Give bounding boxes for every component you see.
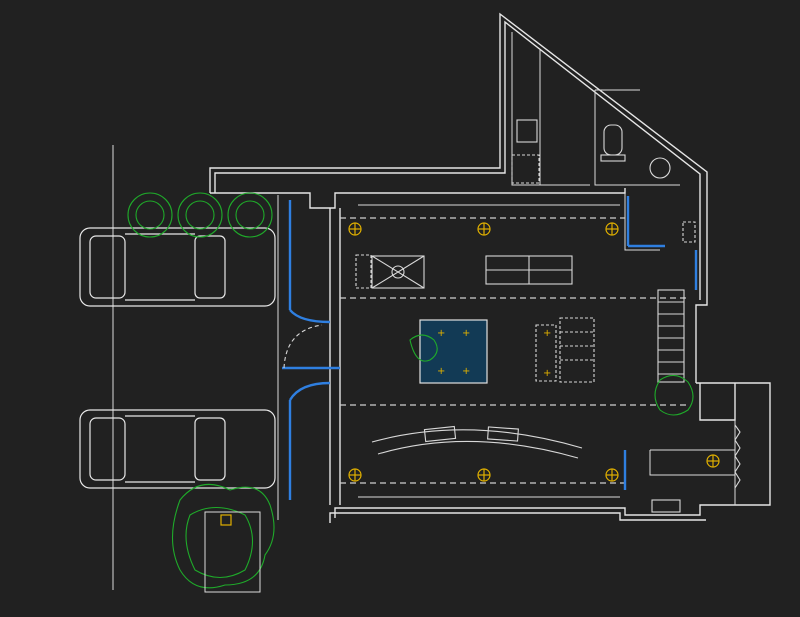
shelf-rack bbox=[559, 317, 595, 383]
ceiling-light-icon bbox=[348, 468, 362, 482]
ceiling-light-icon bbox=[605, 222, 619, 236]
svg-text:+: + bbox=[437, 328, 445, 339]
car-icon bbox=[79, 409, 276, 489]
svg-text:+: + bbox=[437, 366, 445, 377]
stair-icon bbox=[657, 289, 741, 489]
glazing bbox=[282, 200, 627, 500]
furniture bbox=[355, 254, 681, 513]
exterior-walls bbox=[209, 12, 771, 523]
ceiling-light-icon bbox=[706, 454, 720, 468]
street-lines bbox=[112, 145, 279, 590]
toilet-icon bbox=[600, 124, 626, 162]
door-swing-icon bbox=[283, 324, 323, 369]
plant-icon bbox=[172, 483, 275, 589]
svg-text:+: + bbox=[462, 366, 470, 377]
plant-icon bbox=[409, 334, 438, 362]
spot-lights: + + + + + + bbox=[437, 328, 551, 379]
svg-text:+: + bbox=[543, 328, 551, 339]
svg-text:+: + bbox=[462, 328, 470, 339]
svg-text:+: + bbox=[543, 368, 551, 379]
tree-icon bbox=[227, 192, 273, 238]
ceiling-light-icon bbox=[348, 222, 362, 236]
planter bbox=[204, 511, 261, 593]
display-platform bbox=[419, 319, 488, 384]
plant-icon bbox=[654, 374, 694, 416]
ceiling-light-icon bbox=[477, 468, 491, 482]
car-icon bbox=[79, 227, 276, 307]
ceiling-light-icon bbox=[477, 222, 491, 236]
zone-lines bbox=[340, 204, 690, 498]
tree-icon bbox=[127, 192, 173, 238]
sink-icon bbox=[516, 119, 538, 143]
ceiling-light-icon bbox=[605, 468, 619, 482]
tree-icon bbox=[177, 192, 223, 238]
service-rooms bbox=[511, 32, 698, 290]
